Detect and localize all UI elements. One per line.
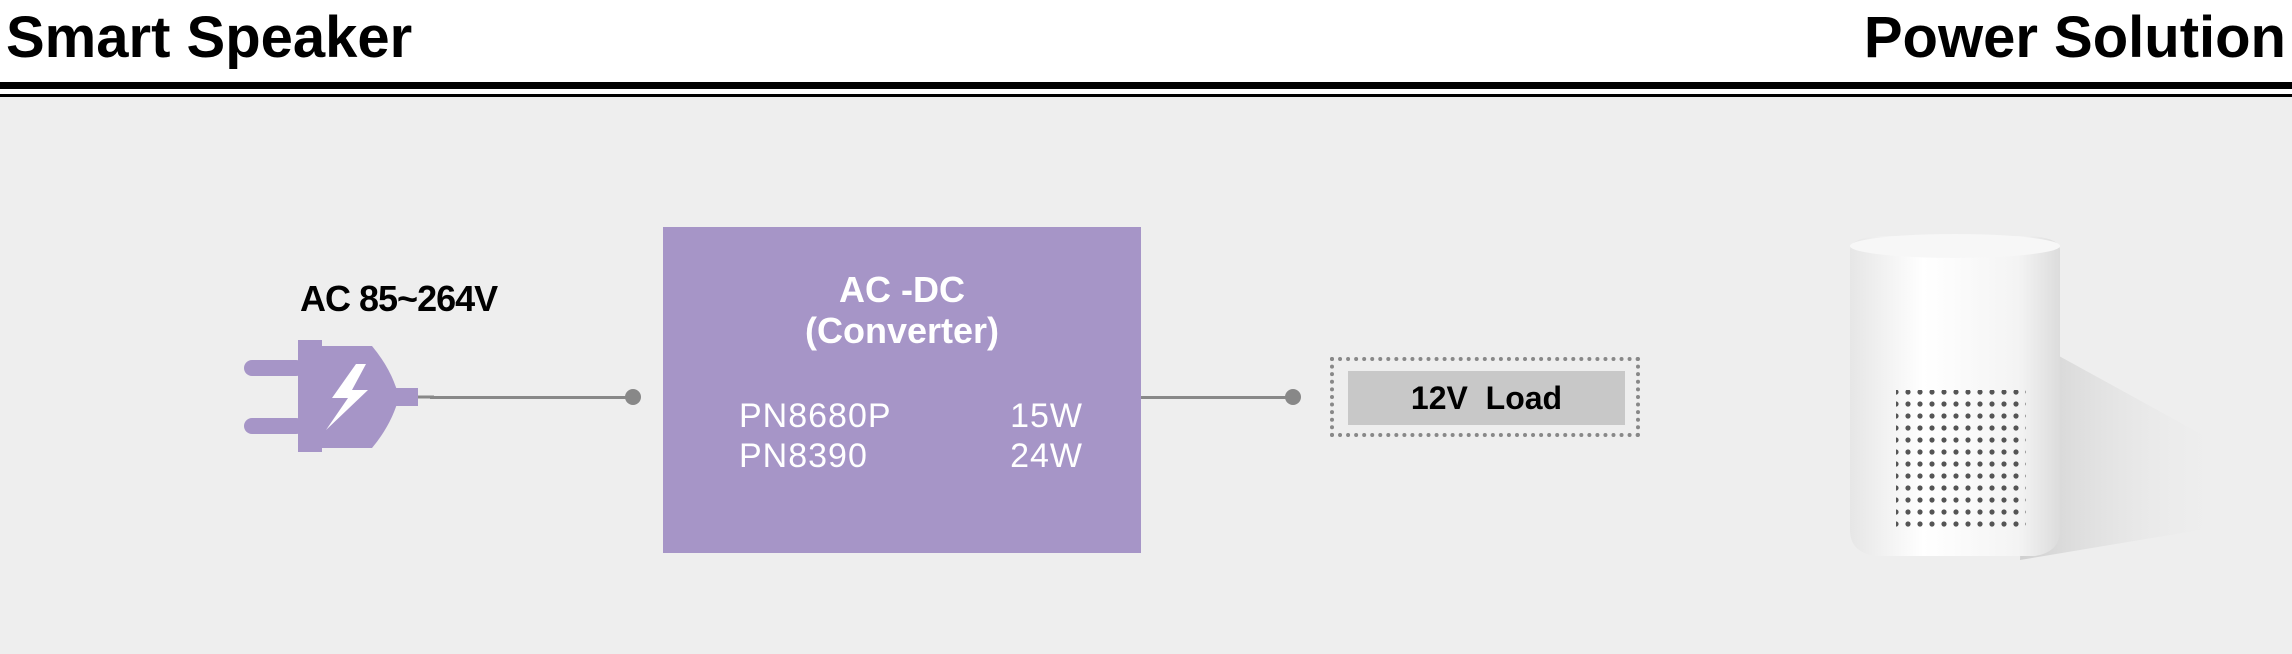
- output-connector-line: [1141, 396, 1291, 399]
- ac-input-label: AC 85~264V: [300, 278, 498, 319]
- converter-part-1: PN8680P: [739, 397, 892, 435]
- converter-power-1: 15W: [1010, 397, 1083, 435]
- load-block: [1348, 371, 1625, 425]
- page-title-left: Smart Speaker: [6, 5, 413, 70]
- page-title-right: Power Solution: [1863, 5, 2286, 70]
- header-rule-thick: [0, 82, 2292, 89]
- power-plug-icon: [244, 340, 434, 452]
- header-rule-thin: [0, 94, 2292, 97]
- converter-title-line2: (Converter): [804, 310, 1000, 351]
- input-connector-line: [430, 396, 634, 399]
- load-label: 12V Load: [1410, 380, 1563, 416]
- output-connector-dot: [1285, 389, 1301, 405]
- converter-power-2: 24W: [1010, 437, 1083, 475]
- converter-title-line1: AC -DC: [839, 269, 965, 310]
- smart-speaker-icon: [1850, 234, 2230, 560]
- converter-part-2: PN8390: [739, 437, 868, 475]
- input-connector-dot: [625, 389, 641, 405]
- converter-block: AC -DC (Converter) PN8680P 15W PN8390 24…: [663, 227, 1141, 553]
- load-frame: [1330, 357, 1640, 437]
